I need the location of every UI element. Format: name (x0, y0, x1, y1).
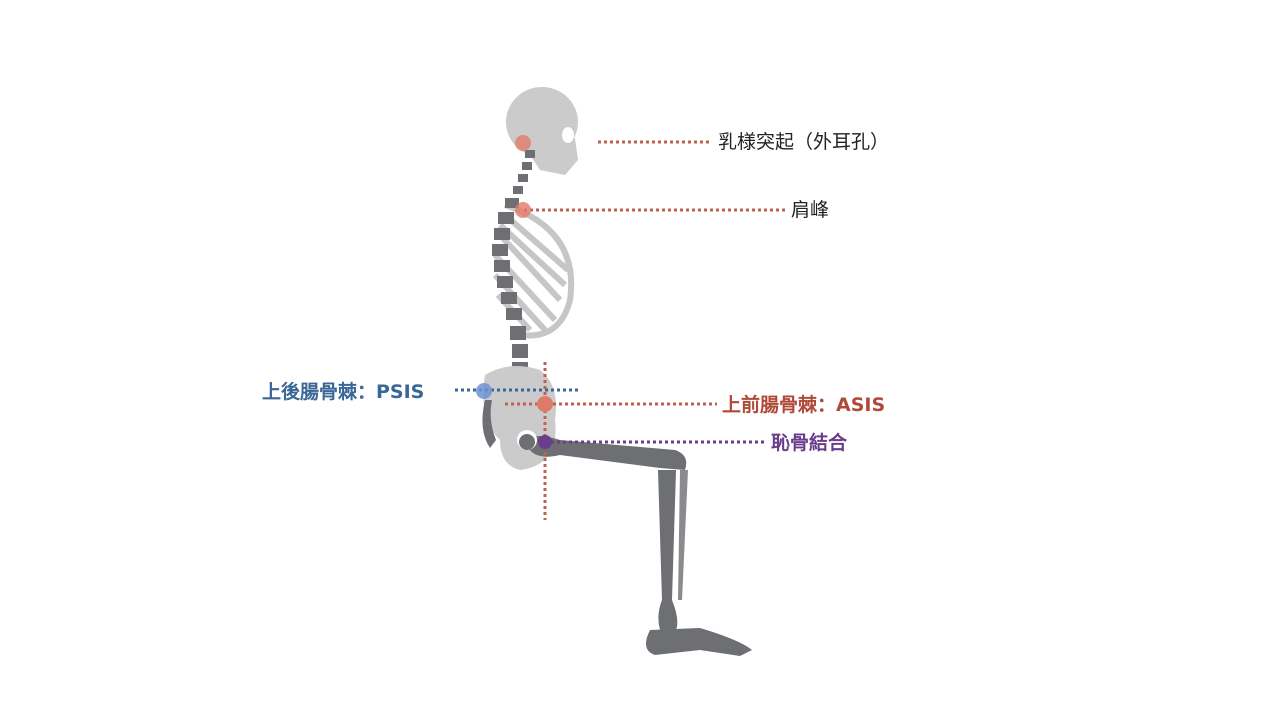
guide-lines (455, 140, 785, 520)
acromion-dot (515, 202, 531, 218)
label-acromion: 肩峰 (791, 199, 830, 221)
label-psis: 上後腸骨棘：PSIS (262, 381, 425, 403)
psis-dot (476, 383, 492, 399)
pubic-dot (538, 435, 552, 449)
asis-dot (537, 396, 553, 412)
label-asis: 上前腸骨棘：ASIS (722, 394, 886, 416)
landmark-dots (476, 135, 553, 449)
skull (506, 87, 578, 175)
label-pubic: 恥骨結合 (771, 432, 848, 454)
leg (517, 430, 752, 656)
mastoid-dot (515, 135, 531, 151)
label-mastoid: 乳様突起（外耳孔） (718, 131, 890, 153)
spine (492, 150, 535, 376)
ribcage (492, 202, 575, 339)
